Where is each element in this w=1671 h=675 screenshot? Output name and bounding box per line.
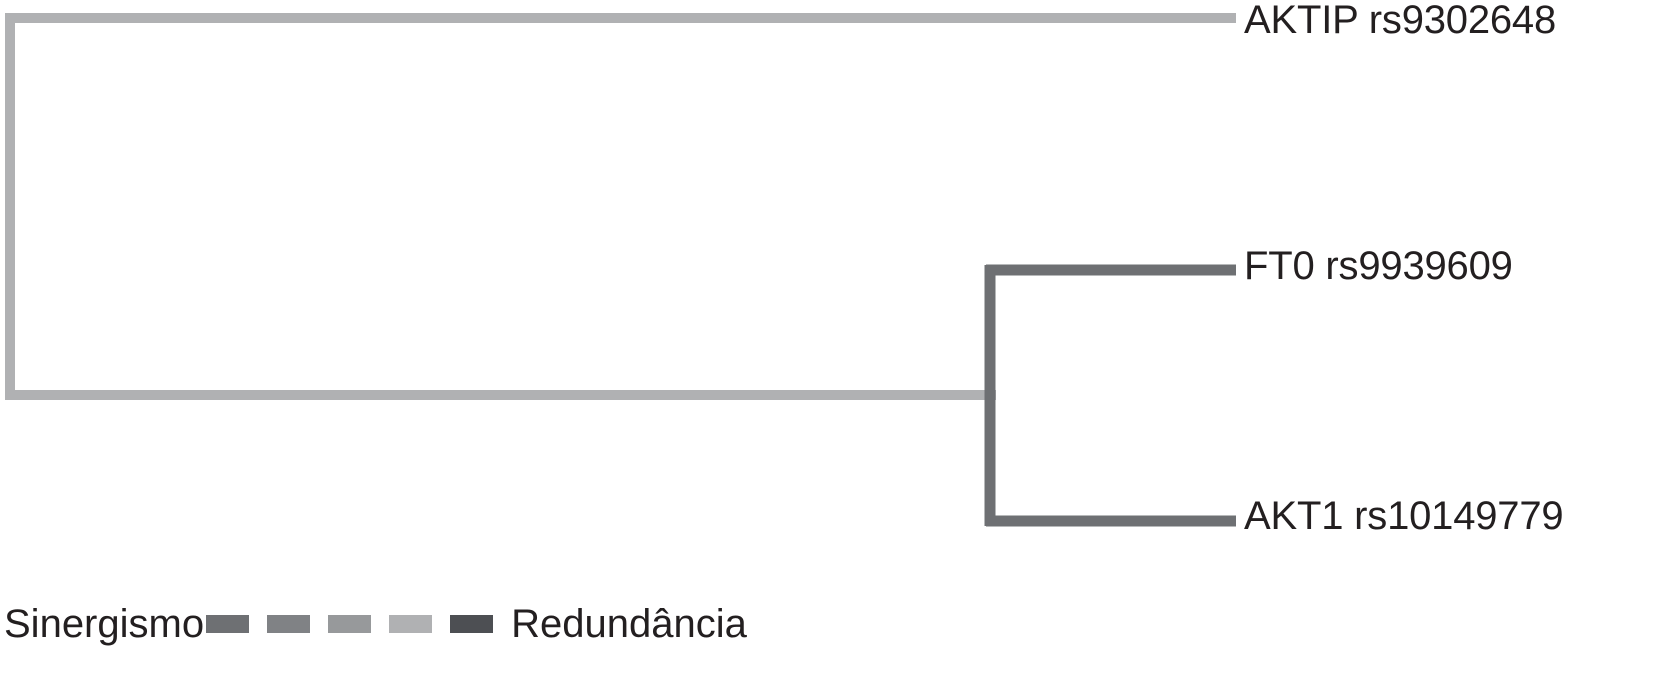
legend-swatch-2 <box>267 615 311 633</box>
legend-swatch-group <box>206 615 494 633</box>
leaf-label-aktip: AKTIP rs9302648 <box>1244 0 1557 42</box>
legend-swatch-4 <box>389 615 433 633</box>
legend-swatch-5 <box>450 615 494 633</box>
leaf-label-akt1: AKT1 rs10149779 <box>1244 494 1564 538</box>
leaf-label-fto: FT0 rs9939609 <box>1244 244 1513 288</box>
legend-label-redundancia: Redundância <box>511 602 747 646</box>
legend-swatch-3 <box>328 615 372 633</box>
legend-swatch-1 <box>206 615 250 633</box>
legend: Sinergismo Redundância <box>0 588 1671 660</box>
legend-label-sinergismo: Sinergismo <box>4 602 205 646</box>
